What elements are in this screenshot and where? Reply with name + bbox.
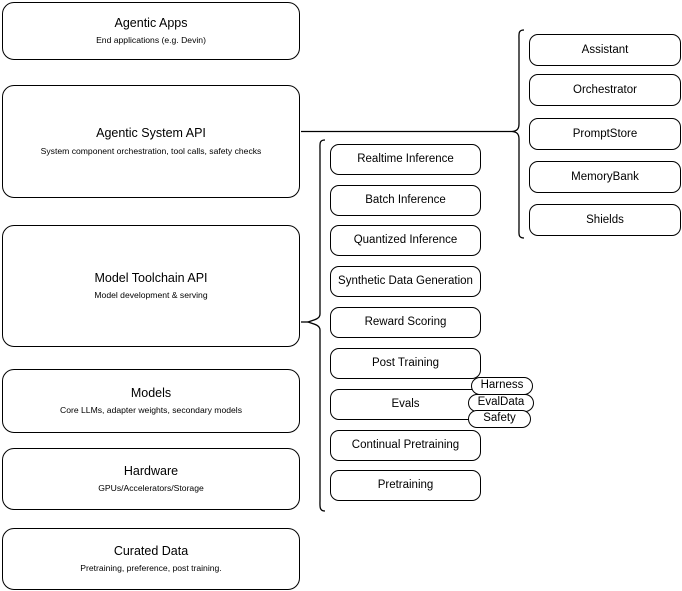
layer-box-models[interactable]: Models Core LLMs, adapter weights, secon… (2, 369, 300, 433)
layer-title: Model Toolchain API (94, 270, 208, 285)
layer-title: Curated Data (113, 543, 189, 558)
layer-box-model-toolchain-api[interactable]: Model Toolchain API Model development & … (2, 225, 300, 347)
toolchain-item-label: Post Training (371, 357, 440, 370)
layer-subtitle: System component orchestration, tool cal… (40, 145, 262, 156)
layer-title: Agentic System API (96, 126, 206, 141)
layer-subtitle: Core LLMs, adapter weights, secondary mo… (60, 405, 242, 416)
toolchain-item-realtime-inference[interactable]: Realtime Inference (330, 144, 481, 175)
layer-title: Agentic Apps (114, 15, 188, 30)
layer-box-agentic-system-api[interactable]: Agentic System API System component orch… (2, 85, 300, 198)
layer-title: Hardware (123, 463, 179, 478)
eval-pill-label: Harness (480, 379, 524, 392)
toolchain-item-label: Quantized Inference (353, 234, 458, 247)
toolchain-item-evals[interactable]: Evals (330, 389, 481, 420)
layer-title: Models (130, 385, 172, 400)
eval-pill-label: EvalData (477, 396, 525, 409)
toolchain-item-quantized-inference[interactable]: Quantized Inference (330, 225, 481, 256)
eval-pill-harness[interactable]: Harness (471, 377, 533, 395)
system-component-label: Assistant (581, 43, 629, 56)
toolchain-item-label: Realtime Inference (357, 153, 454, 166)
eval-pill-label: Safety (483, 412, 516, 425)
layer-subtitle: End applications (e.g. Devin) (96, 35, 206, 46)
system-component-label: MemoryBank (571, 170, 639, 183)
system-component-memorybank[interactable]: MemoryBank (529, 161, 681, 193)
toolchain-item-batch-inference[interactable]: Batch Inference (330, 185, 481, 216)
toolchain-item-label: Pretraining (377, 479, 434, 492)
toolchain-item-continual-pretraining[interactable]: Continual Pretraining (330, 430, 481, 461)
system-component-label: PromptStore (572, 127, 638, 140)
layer-subtitle: Model development & serving (94, 290, 208, 301)
layer-box-agentic-apps[interactable]: Agentic Apps End applications (e.g. Devi… (2, 2, 300, 60)
toolchain-item-synthetic-data-generation[interactable]: Synthetic Data Generation (330, 266, 481, 297)
layer-box-hardware[interactable]: Hardware GPUs/Accelerators/Storage (2, 448, 300, 510)
toolchain-item-label: Synthetic Data Generation (338, 275, 473, 288)
eval-pill-safety[interactable]: Safety (468, 410, 531, 428)
system-component-label: Shields (586, 213, 624, 226)
toolchain-item-label: Continual Pretraining (351, 439, 460, 452)
toolchain-item-reward-scoring[interactable]: Reward Scoring (330, 307, 481, 338)
layer-subtitle: Pretraining, preference, post training. (80, 563, 222, 574)
toolchain-item-post-training[interactable]: Post Training (330, 348, 481, 379)
system-component-shields[interactable]: Shields (529, 204, 681, 236)
system-component-assistant[interactable]: Assistant (529, 34, 681, 66)
system-component-orchestrator[interactable]: Orchestrator (529, 74, 681, 106)
toolchain-item-label: Evals (391, 398, 420, 411)
system-component-label: Orchestrator (573, 83, 637, 96)
system-component-promptstore[interactable]: PromptStore (529, 118, 681, 150)
layer-box-curated-data[interactable]: Curated Data Pretraining, preference, po… (2, 528, 300, 590)
toolchain-item-label: Reward Scoring (364, 316, 447, 329)
layer-subtitle: GPUs/Accelerators/Storage (98, 483, 204, 494)
toolchain-item-pretraining[interactable]: Pretraining (330, 470, 481, 501)
toolchain-item-label: Batch Inference (365, 194, 446, 207)
